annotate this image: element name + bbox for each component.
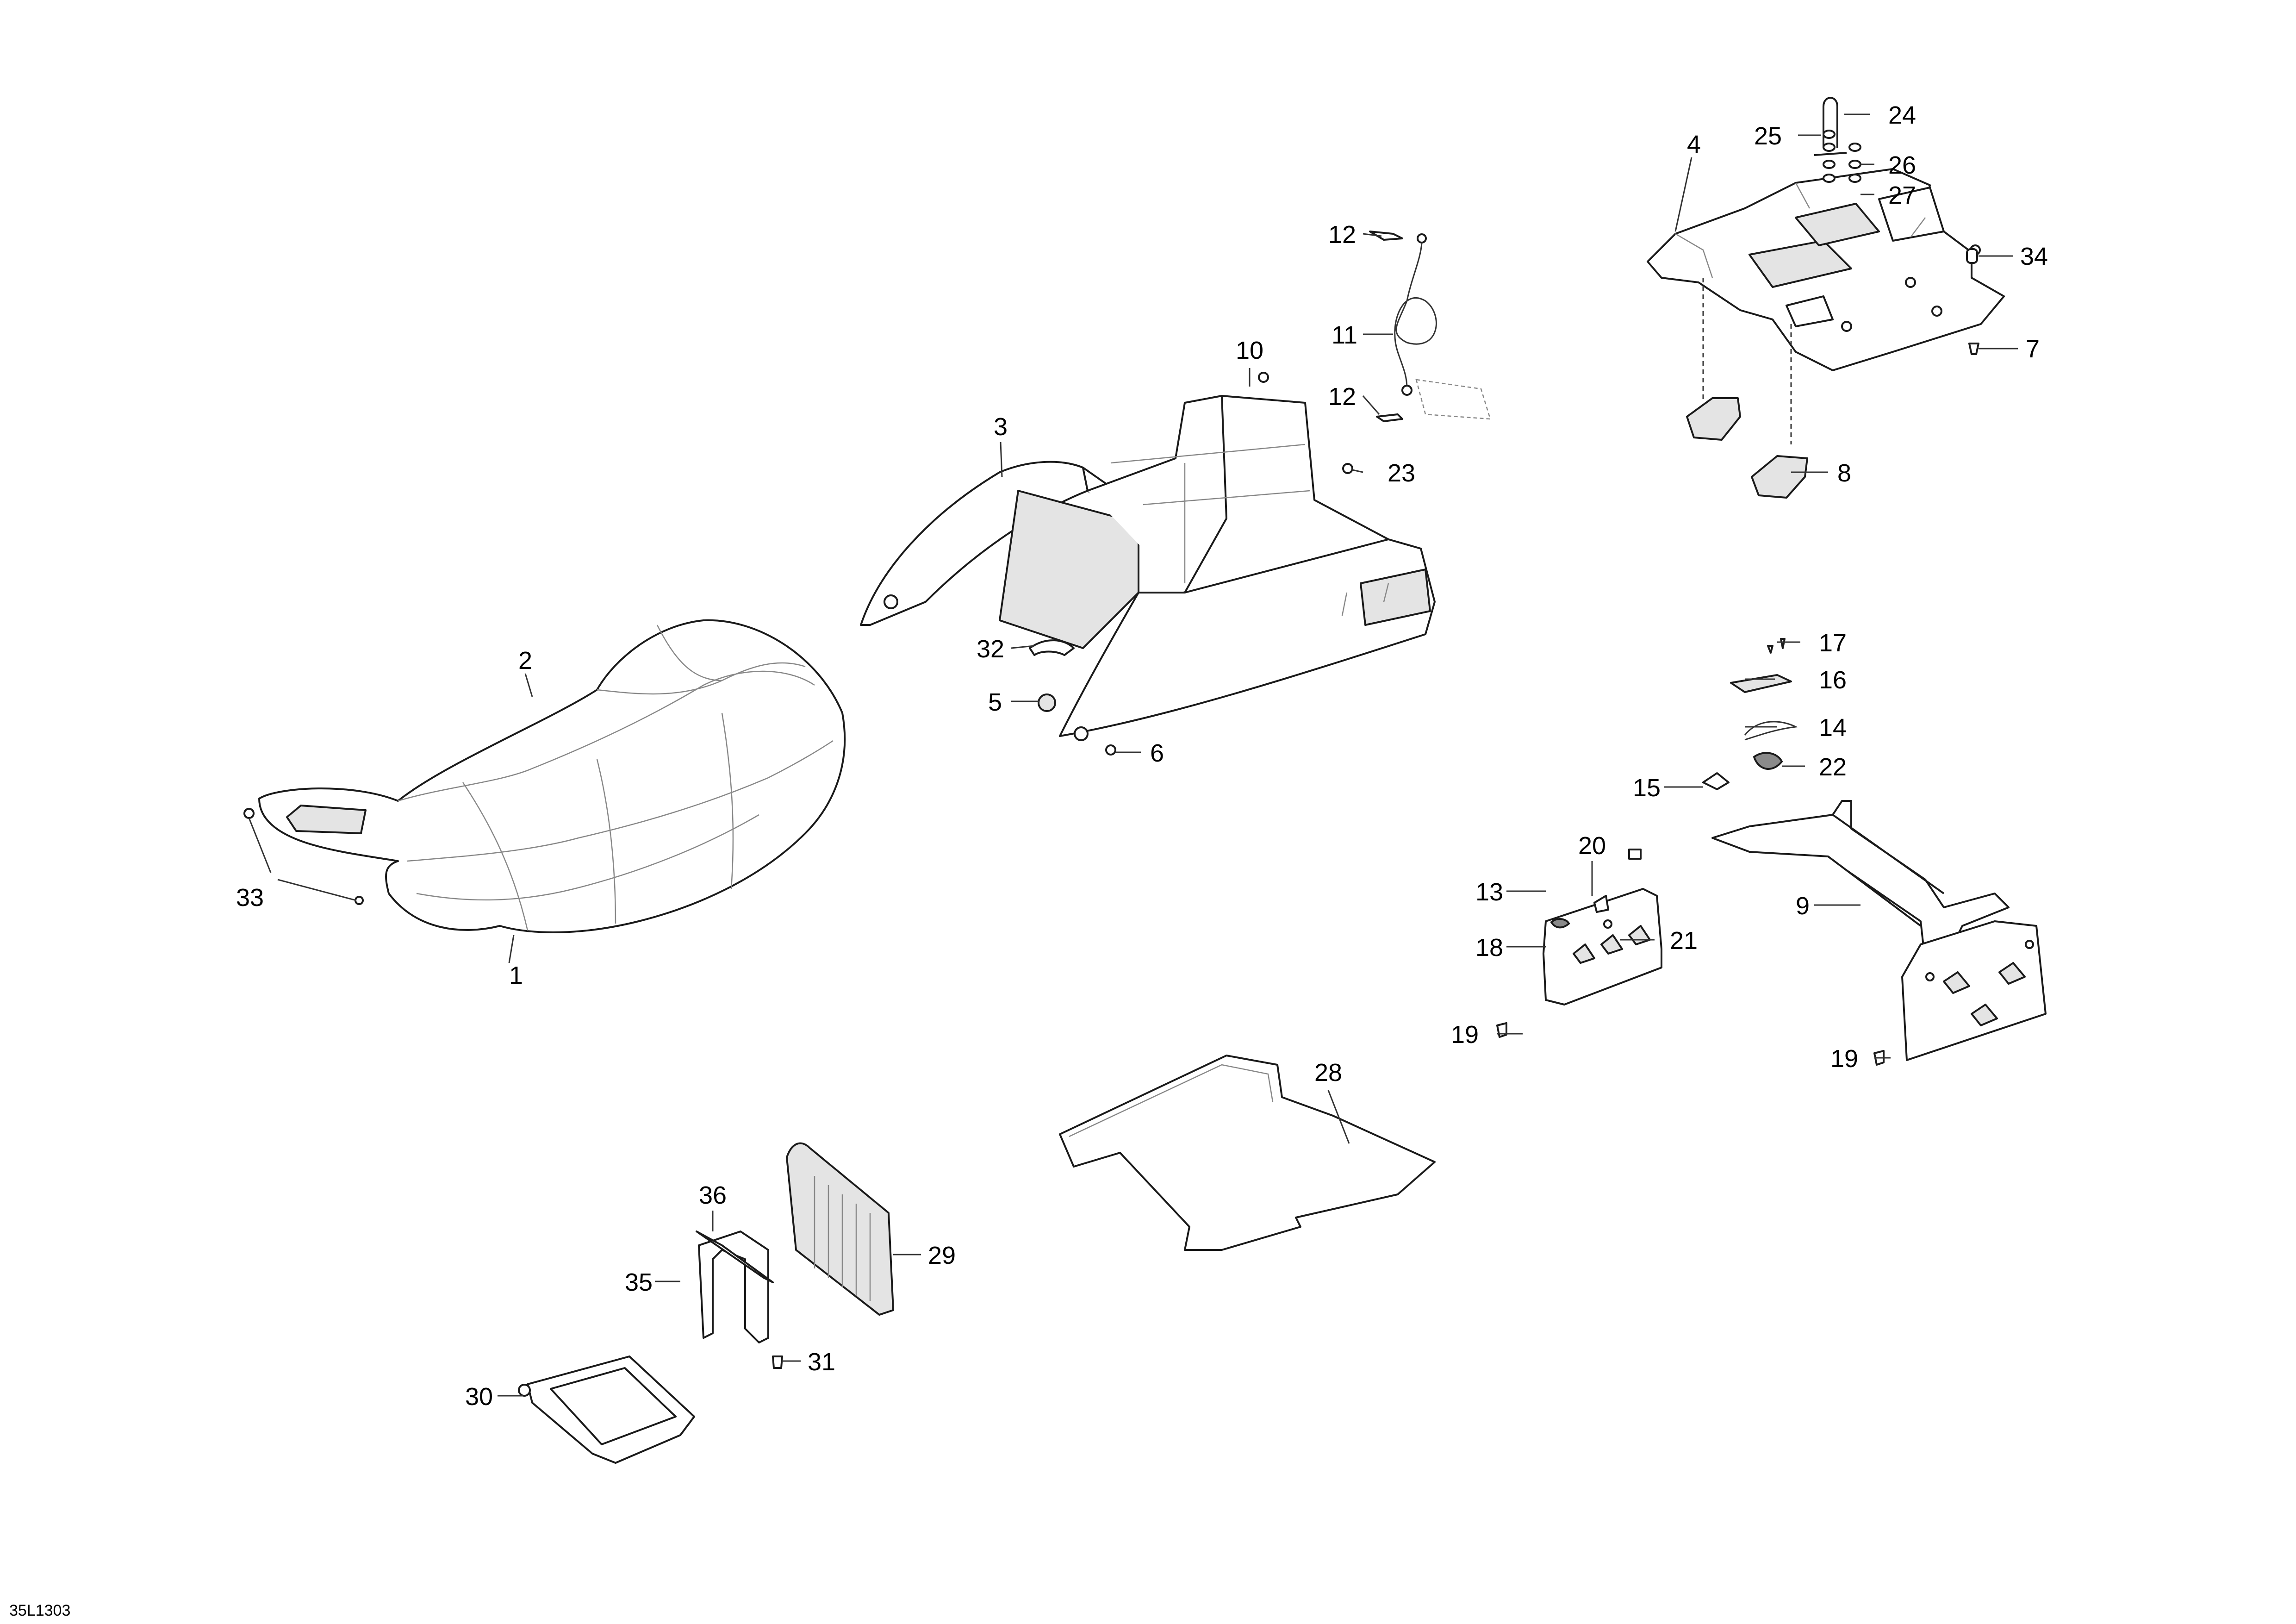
callout-32: 32	[977, 635, 1004, 663]
callout-6: 6	[1150, 739, 1164, 767]
callout-21: 21	[1670, 927, 1698, 955]
battery-area-parts	[518, 1142, 894, 1464]
callout-16: 16	[1819, 666, 1847, 694]
callout-20: 20	[1578, 832, 1606, 860]
callout-31: 31	[808, 1348, 835, 1376]
callout-36: 36	[699, 1181, 727, 1209]
callout-22: 22	[1819, 753, 1847, 781]
callout-12a: 12	[1328, 221, 1356, 249]
callout-10: 10	[1236, 337, 1263, 364]
callout-13: 13	[1475, 878, 1503, 906]
callout-19b: 19	[1830, 1045, 1858, 1073]
tether-cable	[1369, 231, 1491, 422]
callout-2: 2	[518, 647, 532, 675]
callout-27: 27	[1888, 181, 1916, 209]
callout-15: 15	[1633, 774, 1661, 802]
callout-25: 25	[1754, 122, 1782, 150]
callout-35: 35	[625, 1268, 653, 1296]
callout-8: 8	[1837, 459, 1851, 487]
small-parts-group	[1702, 638, 1798, 790]
platform-bracket-part	[1686, 397, 1808, 499]
callout-5: 5	[988, 688, 1002, 716]
callout-12b: 12	[1328, 383, 1356, 411]
mount-plate-part	[1496, 849, 1885, 1066]
callout-17: 17	[1819, 629, 1847, 657]
callout-28: 28	[1314, 1059, 1342, 1087]
callout-3: 3	[994, 413, 1008, 441]
rear-frame-part	[1711, 800, 2047, 1061]
callout-labels: 1 2 3 4 5 6 7 8 9 10 11 12 12 13 14 15 1…	[236, 101, 2048, 1411]
seat-part	[258, 619, 846, 933]
rear-platform-part	[1647, 168, 2005, 444]
callout-24: 24	[1888, 101, 1916, 129]
callout-29: 29	[928, 1242, 956, 1269]
callout-23: 23	[1388, 459, 1415, 487]
callout-33: 33	[236, 884, 264, 912]
hardware-stack	[1814, 97, 1979, 355]
rear-tub-part	[860, 395, 1436, 741]
callout-18: 18	[1475, 934, 1503, 962]
figure-id: 35L1303	[9, 1602, 70, 1619]
floor-mat-part	[1059, 1055, 1436, 1251]
callout-7: 7	[2026, 335, 2040, 363]
callout-9: 9	[1796, 892, 1810, 920]
leader-lines	[248, 113, 2018, 1397]
callout-1: 1	[509, 962, 523, 989]
callout-11: 11	[1332, 321, 1357, 349]
callout-19a: 19	[1451, 1021, 1479, 1049]
callout-4: 4	[1687, 131, 1701, 158]
callout-34: 34	[2020, 243, 2048, 270]
callout-26: 26	[1888, 151, 1916, 179]
callout-30: 30	[465, 1383, 493, 1411]
callout-14: 14	[1819, 714, 1847, 742]
